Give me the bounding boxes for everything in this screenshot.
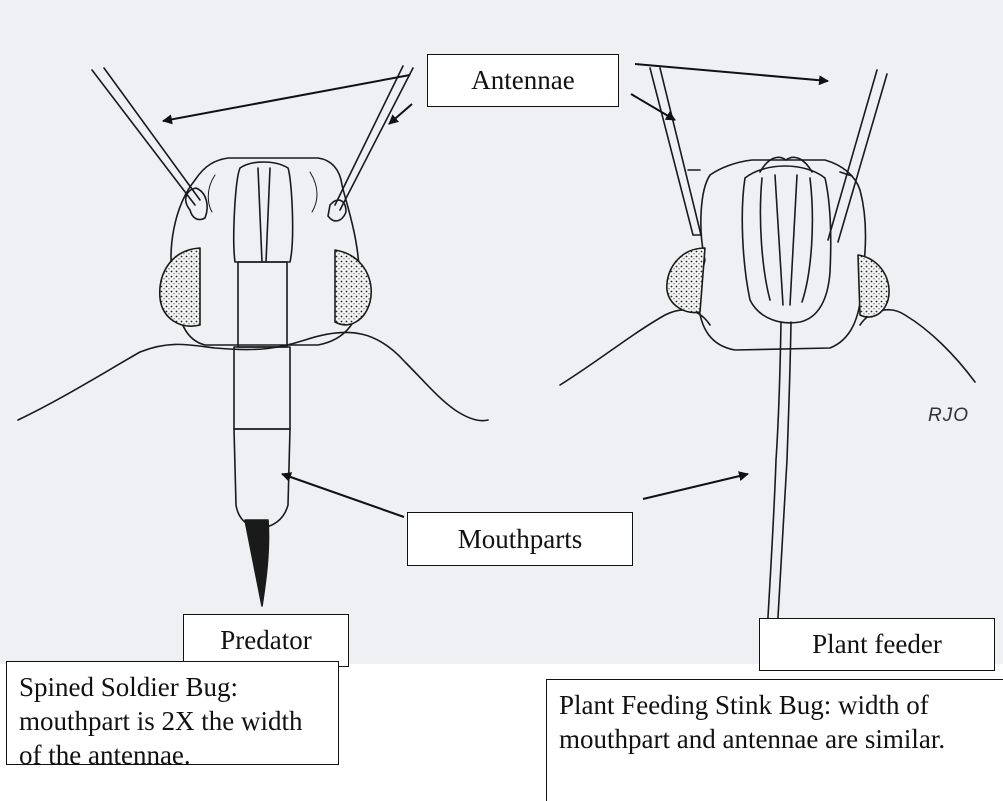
plant-feeder-rostrum (766, 322, 791, 652)
mouthparts-label: Mouthparts (407, 512, 633, 566)
predator-clypeus (234, 162, 293, 262)
plant-feeder-antenna-left (650, 68, 701, 235)
predator-clypeus-midline (258, 168, 270, 262)
arrow-mouthparts-to-plant-feeder (643, 474, 748, 499)
predator-label: Predator (183, 614, 349, 667)
arrow-antennae-to-left-antenna (163, 75, 410, 121)
antennae-label: Antennae (427, 54, 619, 107)
predator-bristles (208, 172, 317, 212)
predator-left-eye (160, 248, 200, 326)
predator-right-eye (335, 250, 371, 325)
plant-feeder-left-eye (667, 248, 705, 313)
arrow-antennae-to-right-right-antenna (635, 64, 828, 81)
artist-initials: RJO (928, 405, 969, 427)
plant-feeder-antenna-right (828, 70, 887, 242)
plant-feeding-stink-bug-caption: Plant Feeding Stink Bug: width of mouthp… (546, 679, 1003, 801)
plant-feeder-head-drawing (560, 68, 975, 659)
spined-soldier-bug-caption: Spined Soldier Bug: mouthpart is 2X the … (6, 661, 339, 765)
predator-rostrum-tip (245, 520, 269, 606)
predator-antenna-left (92, 68, 200, 205)
annotation-arrows (163, 64, 828, 517)
arrow-mouthparts-to-predator (282, 474, 404, 517)
plant-feeder-right-eye (858, 255, 889, 317)
plant-feeder-body-outline (560, 310, 975, 385)
predator-rostrum-segment-3 (234, 429, 290, 528)
predator-rostrum-segment-1 (238, 262, 287, 347)
predator-antenna-base-left (186, 188, 207, 220)
arrow-antennae-to-right-left-antenna (631, 94, 675, 120)
plant-feeder-label: Plant feeder (759, 618, 995, 671)
plant-feeder-clypeus-inner (760, 175, 812, 305)
plant-feeder-clypeus-outer (742, 166, 830, 323)
predator-rostrum-segment-2 (234, 347, 290, 429)
